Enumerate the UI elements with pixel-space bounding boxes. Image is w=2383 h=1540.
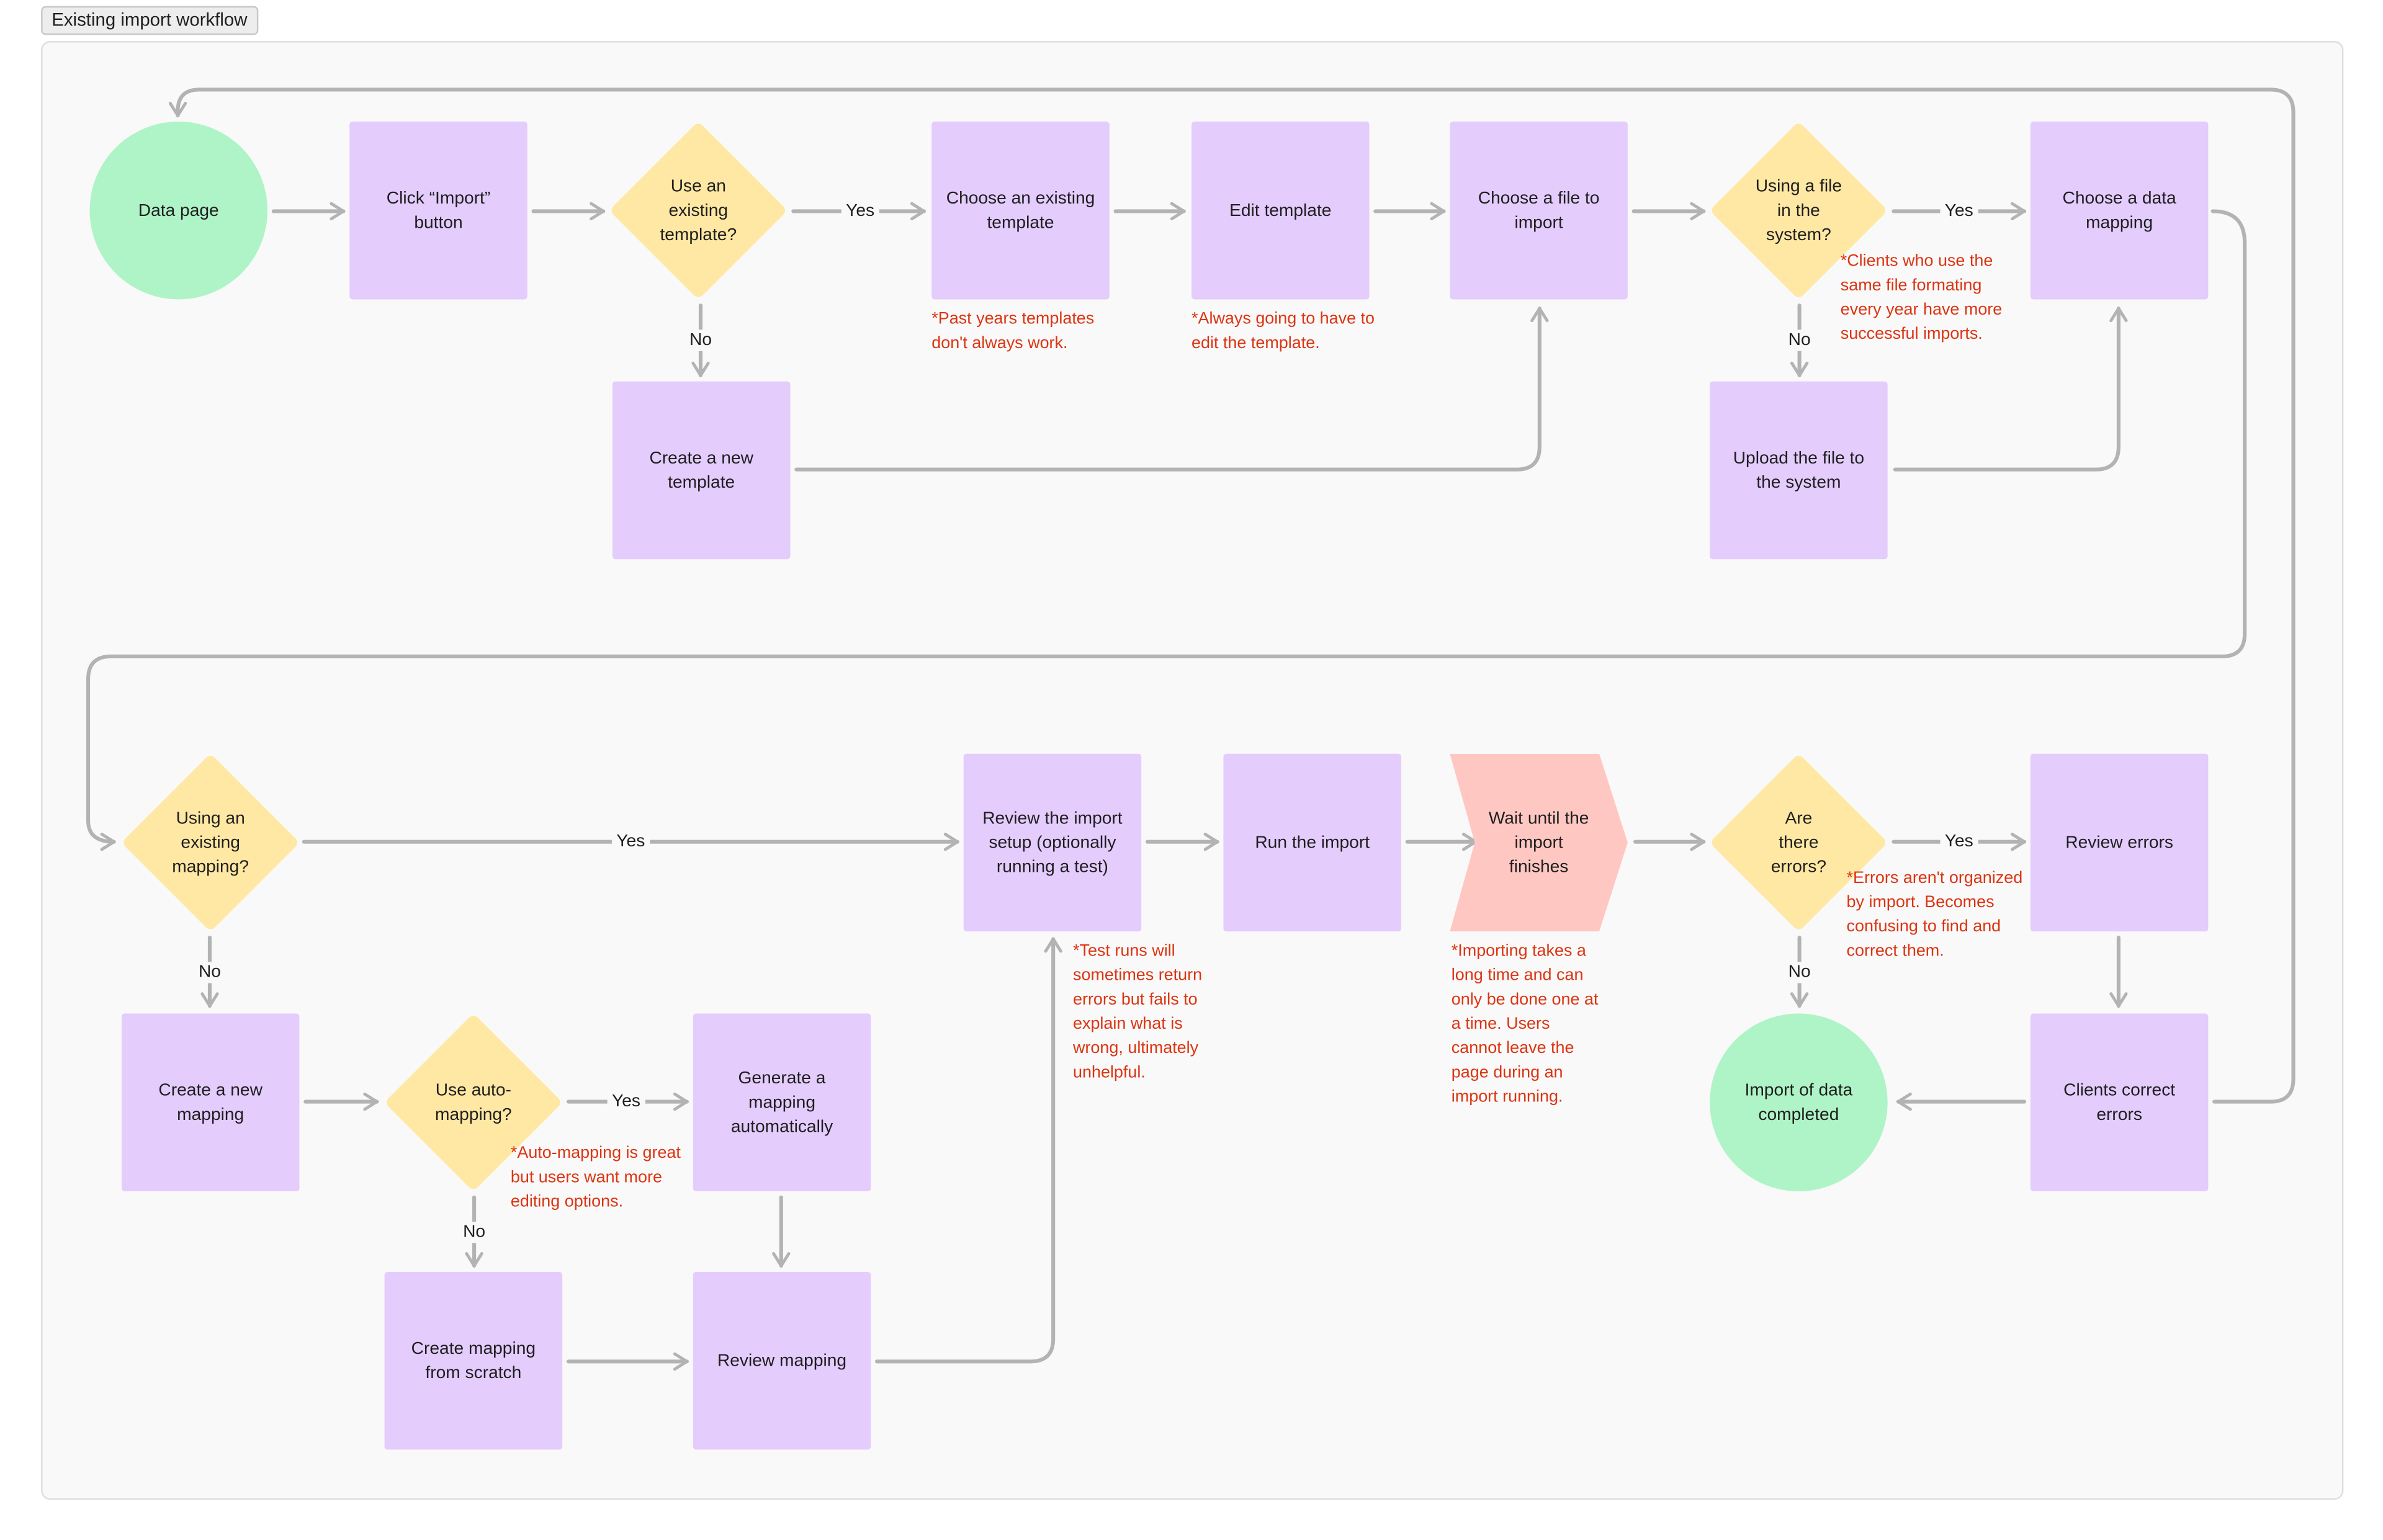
edge-reviewmapping-reviewsetup (875, 937, 1062, 1364)
label-yes: Yes (841, 200, 879, 222)
label-no: No (458, 1221, 490, 1243)
node-using-existing-mapping[interactable]: Using an existing mapping? (122, 754, 300, 932)
node-choose-file[interactable]: Choose a file to import (1450, 121, 1628, 300)
node-create-new-template[interactable]: Create a new template (612, 381, 791, 560)
label-yes: Yes (607, 1091, 645, 1112)
node-using-file-in-system[interactable]: Using a file in the system? (1710, 122, 1888, 300)
edge-upload-mapping (1893, 307, 2128, 472)
node-review-import-setup[interactable]: Review the import setup (optionally runn… (963, 753, 1142, 932)
node-review-errors[interactable]: Review errors (2030, 753, 2209, 932)
node-wait-import[interactable]: Wait until the import finishes (1450, 753, 1628, 932)
node-clients-correct-errors[interactable]: Clients correct errors (2030, 1013, 2209, 1192)
node-choose-existing-template[interactable]: Choose an existing template (931, 121, 1110, 300)
node-review-mapping[interactable]: Review mapping (693, 1271, 871, 1450)
node-run-import[interactable]: Run the import (1223, 753, 1401, 932)
label-yes: Yes (1940, 200, 1978, 222)
edge-clients-datapage (168, 87, 2295, 1104)
label-no: No (194, 962, 226, 983)
label-no: No (684, 329, 717, 351)
note-always-edit: *Always going to have to edit the templa… (1192, 310, 1375, 353)
node-import-completed[interactable]: Import of data completed (1710, 1013, 1888, 1192)
frame-title[interactable]: Existing import workflow (41, 6, 258, 35)
label-no: No (1784, 329, 1815, 351)
note-errors-unorganized: *Errors aren't organized by import. Beco… (1846, 869, 2023, 960)
edge-mapping-usingexisting (86, 209, 2247, 851)
note-auto-mapping: *Auto-mapping is great but users want mo… (510, 1144, 681, 1211)
node-generate-mapping[interactable]: Generate a mapping automatically (693, 1013, 871, 1192)
label-yes: Yes (612, 831, 650, 853)
note-past-templates: *Past years templates don't always work. (931, 310, 1095, 353)
note-importing-time: *Importing takes a long time and can onl… (1451, 942, 1599, 1106)
node-upload-file[interactable]: Upload the file to the system (1710, 381, 1888, 560)
node-use-existing-template[interactable]: Use an existing template? (609, 122, 788, 300)
node-data-page[interactable]: Data page (89, 121, 268, 300)
label-yes: Yes (1940, 831, 1978, 853)
node-are-there-errors[interactable]: Are there errors? (1710, 754, 1888, 932)
node-use-auto-mapping[interactable]: Use auto-mapping? (385, 1013, 563, 1191)
node-edit-template[interactable]: Edit template (1192, 121, 1370, 300)
edge-createtemplate-choosefile (794, 307, 1549, 472)
note-same-file: *Clients who use the same file formating… (1840, 252, 2003, 344)
node-click-import[interactable]: Click “Import” button (349, 121, 527, 300)
node-choose-data-mapping[interactable]: Choose a data mapping (2030, 121, 2209, 300)
node-create-mapping-scratch[interactable]: Create mapping from scratch (384, 1271, 563, 1450)
note-test-runs: *Test runs will sometimes return errors … (1072, 942, 1203, 1082)
label-no: No (1784, 962, 1815, 983)
node-create-new-mapping[interactable]: Create a new mapping (121, 1013, 300, 1192)
